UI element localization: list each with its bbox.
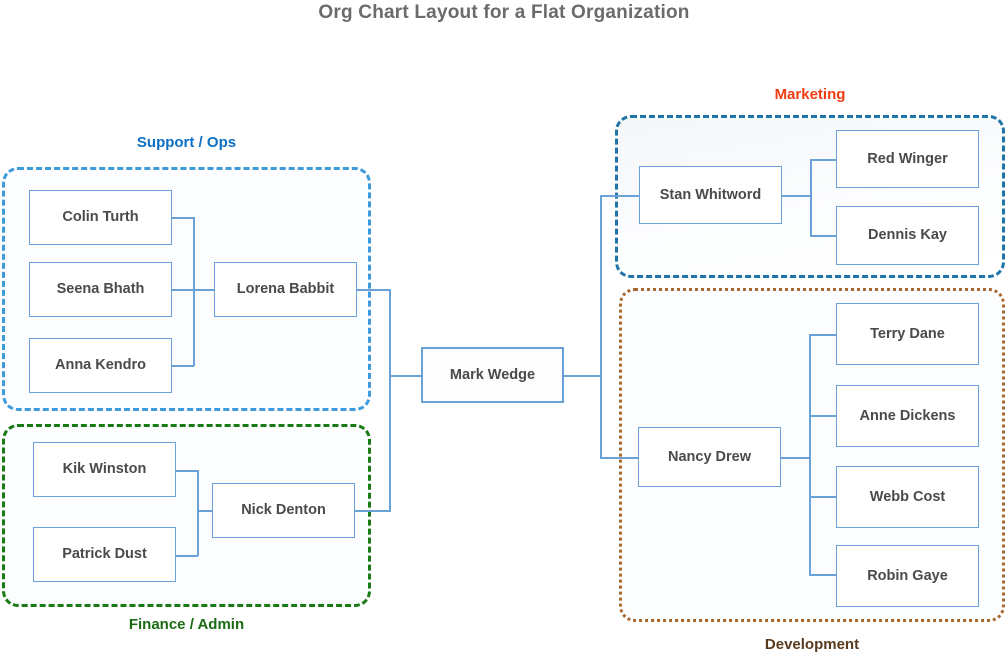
connector-support-bus: [193, 217, 195, 366]
connector-support-manager-in: [193, 289, 215, 291]
connector-root-to-right-trunk: [564, 375, 602, 377]
connector-red-winger-in: [810, 159, 838, 161]
connector-left-trunk-to-root: [389, 375, 422, 377]
node-colin-turth[interactable]: Colin Turth: [29, 190, 172, 245]
connector-webb-cost-in: [809, 496, 837, 498]
node-nancy-drew[interactable]: Nancy Drew: [638, 427, 781, 487]
connector-robin-gaye-in: [809, 574, 837, 576]
connector-patrick-stub: [176, 555, 198, 557]
connector-terry-dane-in: [809, 334, 837, 336]
connector-finance-bus: [197, 470, 199, 556]
node-patrick-dust[interactable]: Patrick Dust: [33, 527, 176, 582]
connector-nick-out: [355, 510, 391, 512]
group-label-finance-admin: Finance / Admin: [128, 616, 245, 633]
connector-stan-out: [782, 195, 812, 197]
connector-development-bus: [809, 334, 811, 575]
connector-left-trunk: [389, 289, 391, 512]
connector-right-trunk-to-stan: [600, 195, 640, 197]
connector-marketing-bus: [810, 159, 812, 236]
node-anna-kendro[interactable]: Anna Kendro: [29, 338, 172, 393]
connector-anna-stub: [172, 365, 194, 367]
node-webb-cost[interactable]: Webb Cost: [836, 466, 979, 528]
node-nick-denton[interactable]: Nick Denton: [212, 483, 355, 538]
group-label-development: Development: [764, 636, 860, 653]
node-anne-dickens[interactable]: Anne Dickens: [836, 385, 979, 447]
connector-kik-stub: [176, 470, 198, 472]
connector-colin-stub: [172, 217, 194, 219]
node-dennis-kay[interactable]: Dennis Kay: [836, 206, 979, 265]
node-red-winger[interactable]: Red Winger: [836, 130, 979, 188]
connector-right-trunk-to-nancy: [600, 457, 640, 459]
page-title: Org Chart Layout for a Flat Organization: [318, 2, 690, 23]
node-robin-gaye[interactable]: Robin Gaye: [836, 545, 979, 607]
node-mark-wedge[interactable]: Mark Wedge: [421, 347, 564, 403]
node-stan-whitword[interactable]: Stan Whitword: [639, 166, 782, 224]
connector-anne-dickens-in: [809, 415, 837, 417]
connector-finance-manager-in: [197, 510, 215, 512]
connector-right-trunk: [600, 195, 602, 458]
node-kik-winston[interactable]: Kik Winston: [33, 442, 176, 497]
node-lorena-babbit[interactable]: Lorena Babbit: [214, 262, 357, 317]
group-label-support-ops: Support / Ops: [136, 134, 237, 151]
group-label-marketing: Marketing: [774, 86, 846, 103]
connector-dennis-kay-in: [810, 235, 838, 237]
node-seena-bhath[interactable]: Seena Bhath: [29, 262, 172, 317]
connector-nancy-out: [781, 457, 811, 459]
node-terry-dane[interactable]: Terry Dane: [836, 303, 979, 365]
connector-lorena-out: [357, 289, 391, 291]
